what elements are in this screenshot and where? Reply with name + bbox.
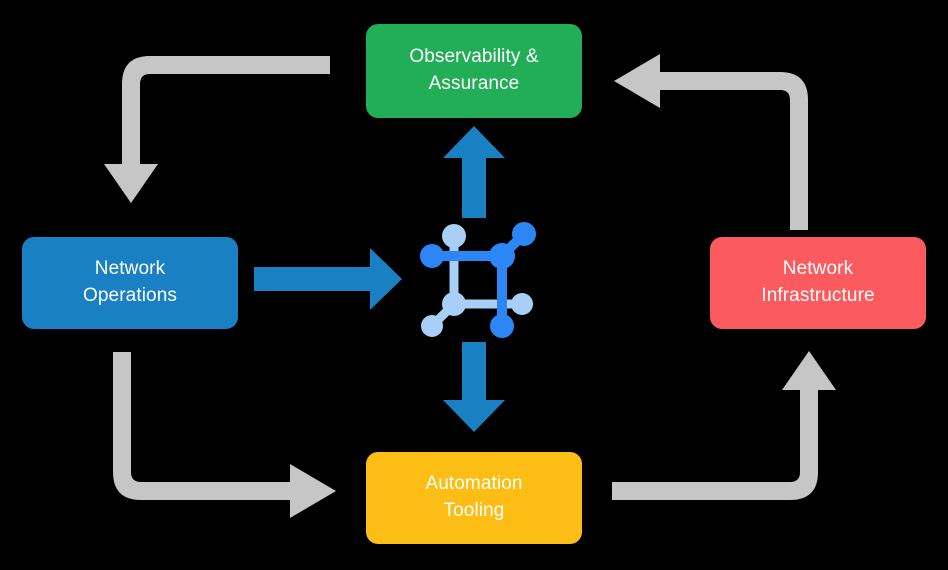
arrow-center-to-automation-tooling [443, 342, 505, 432]
box-network-operations-label: Network Operations [83, 258, 177, 306]
network-icon-dark-nodes [420, 222, 536, 338]
box-network-infrastructure[interactable]: Network Infrastructure [710, 237, 926, 329]
box-automation-tooling-label: Automation Tooling [425, 473, 523, 521]
arrow-automation-tooling-to-network-infrastructure [612, 351, 836, 500]
box-automation-tooling[interactable]: Automation Tooling [366, 452, 582, 544]
box-observability-assurance[interactable]: Observability & Assurance [366, 24, 582, 118]
box-network-infrastructure-label: Network Infrastructure [761, 258, 875, 306]
arrow-network-operations-to-center [254, 248, 402, 310]
arrow-observability-to-network-operations [104, 56, 330, 203]
arrow-network-infrastructure-to-observability [614, 54, 808, 230]
arrow-network-operations-to-automation-tooling [113, 352, 336, 518]
network-icon-dark-links [427, 229, 529, 331]
network-icon-light-links [427, 231, 527, 329]
box-observability-assurance-label: Observability & Assurance [409, 46, 539, 94]
box-network-operations[interactable]: Network Operations [22, 237, 238, 329]
network-icon-light-nodes [421, 224, 533, 337]
arrow-center-to-observability [443, 126, 505, 218]
